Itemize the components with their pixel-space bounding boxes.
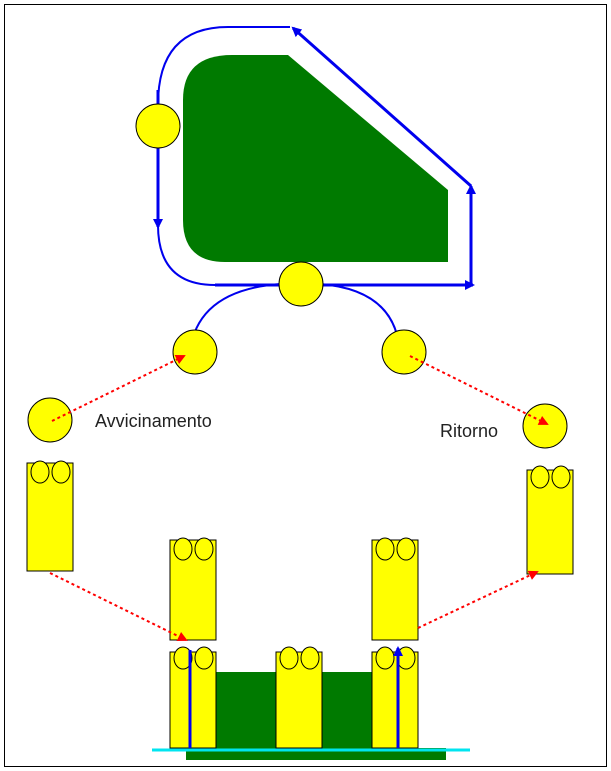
contour-path-diagonal bbox=[291, 26, 472, 188]
tool-on-profile bbox=[278, 261, 324, 307]
workpiece-profile bbox=[183, 55, 448, 262]
contour-toolpath-top bbox=[157, 26, 290, 106]
contour-path-bottom-left-corner bbox=[157, 224, 216, 286]
tool-approach-start bbox=[27, 397, 73, 443]
diagram-frame bbox=[4, 4, 607, 767]
tool-side-center bbox=[275, 646, 323, 749]
tool-exit bbox=[381, 329, 427, 375]
tool-top-left bbox=[135, 103, 181, 149]
return-move-arrow bbox=[409, 355, 549, 425]
tool-side-right-end bbox=[526, 465, 574, 575]
tool-return-end bbox=[522, 403, 568, 449]
tool-side-left-upper bbox=[169, 537, 217, 641]
approach-move-arrow bbox=[51, 355, 186, 422]
return-side-move-arrow bbox=[417, 570, 539, 629]
tool-entry bbox=[172, 329, 218, 375]
tool-side-right-upper bbox=[371, 537, 419, 641]
tool-side-right-lower bbox=[371, 646, 419, 749]
approach-side-move-arrow bbox=[49, 572, 188, 641]
approach-label: Avvicinamento bbox=[95, 411, 212, 431]
tool-side-left-lower bbox=[169, 646, 217, 749]
return-label: Ritorno bbox=[440, 421, 499, 441]
tool-side-left-start bbox=[26, 460, 74, 572]
